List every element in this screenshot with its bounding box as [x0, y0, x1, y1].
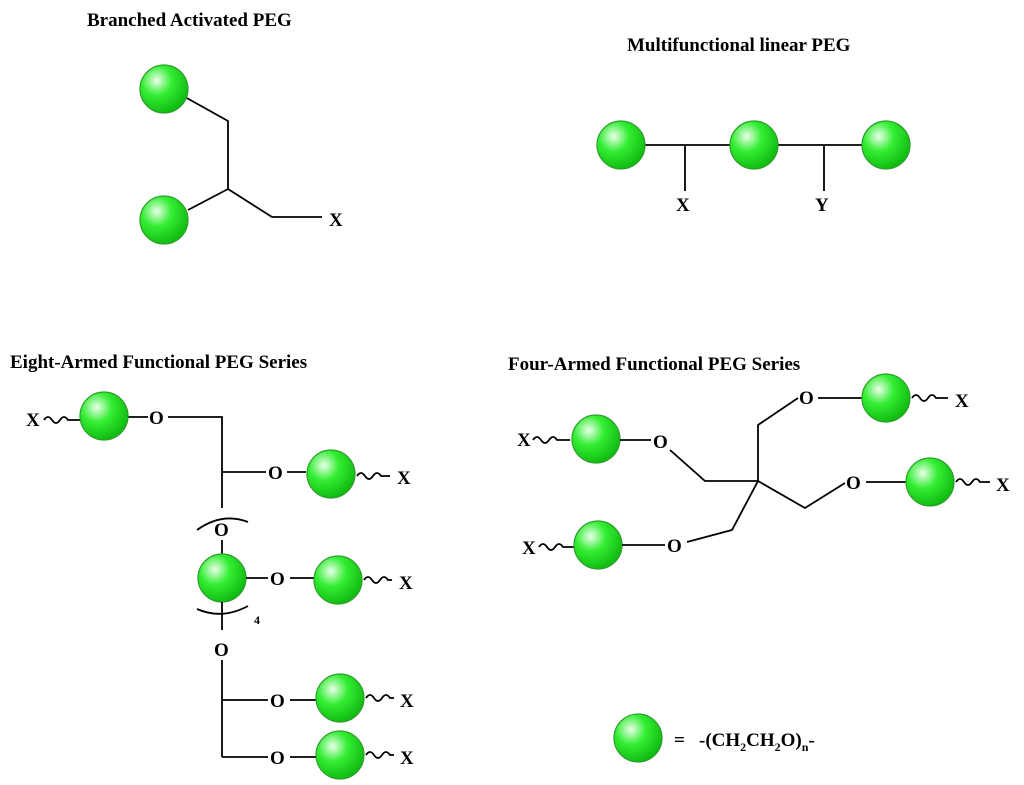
atom-x: X	[517, 430, 531, 451]
side-bond	[684, 145, 825, 191]
wavy-bond	[955, 478, 990, 486]
peg-bead	[729, 120, 779, 170]
atom-o: O	[846, 473, 861, 494]
peg-bead	[306, 449, 356, 499]
atom-x: X	[955, 391, 969, 412]
atom-x: X	[522, 538, 536, 559]
atom-o: O	[214, 520, 229, 541]
branched-activated-peg: Branched Activated PEG X	[87, 10, 343, 245]
peg-bead	[313, 555, 363, 605]
atom-x: X	[26, 410, 40, 431]
wavy-bond	[356, 472, 390, 480]
wavy-bond	[363, 576, 392, 584]
repeat-bracket	[196, 517, 249, 531]
peg-bead	[315, 673, 365, 723]
core-bond	[669, 397, 799, 482]
core-bond	[757, 480, 846, 510]
wavy-bond	[365, 694, 394, 702]
atom-o: O	[270, 691, 285, 712]
peg-bead	[905, 457, 955, 507]
atom-o: O	[268, 463, 283, 484]
atom-x: X	[996, 475, 1010, 496]
four-armed-peg-title: Four-Armed Functional PEG Series	[508, 354, 800, 375]
peg-bead	[139, 195, 189, 245]
wavy-bond	[43, 416, 80, 424]
peg-bead	[139, 64, 189, 114]
atom-x: X	[400, 748, 414, 769]
multifunctional-peg-title: Multifunctional linear PEG	[627, 35, 851, 56]
branched-bond	[184, 96, 229, 211]
peg-bead	[596, 120, 646, 170]
peg-bead	[573, 520, 623, 570]
eight-armed-peg: Eight-Armed Functional PEG Series X O O …	[10, 352, 414, 780]
atom-x: X	[676, 195, 690, 216]
peg-bead	[571, 414, 621, 464]
core-bond	[686, 480, 759, 543]
legend-bead	[613, 713, 663, 763]
branched-bond	[227, 188, 322, 218]
eight-armed-peg-title: Eight-Armed Functional PEG Series	[10, 352, 307, 373]
branched-peg-title: Branched Activated PEG	[87, 10, 292, 31]
four-armed-peg: Four-Armed Functional PEG Series O X X O…	[508, 354, 1010, 570]
atom-x: X	[329, 210, 343, 231]
atom-o: O	[270, 569, 285, 590]
wavy-bond	[911, 394, 948, 402]
peg-bead	[79, 391, 129, 441]
legend-equals: =	[674, 730, 685, 751]
atom-x: X	[400, 691, 414, 712]
atom-o: O	[653, 432, 668, 453]
atom-o: O	[667, 536, 682, 557]
atom-y: Y	[815, 195, 829, 216]
wavy-bond	[365, 751, 394, 759]
atom-x: X	[397, 468, 411, 489]
peg-bead	[315, 730, 365, 780]
multifunctional-linear-peg: Multifunctional linear PEG X Y	[596, 35, 911, 216]
peg-bead	[861, 373, 911, 423]
atom-x: X	[399, 573, 413, 594]
peg-bead	[197, 553, 247, 603]
atom-o: O	[149, 408, 164, 429]
peg-bead	[861, 120, 911, 170]
repeat-count: 4	[254, 613, 260, 627]
atom-o: O	[214, 640, 229, 661]
wavy-bond	[538, 543, 574, 551]
legend: = -(CH2CH2O)n-	[613, 713, 815, 763]
legend-formula: -(CH2CH2O)n-	[699, 730, 815, 754]
wavy-bond	[532, 436, 570, 444]
arm-bond	[128, 416, 266, 508]
atom-o: O	[270, 748, 285, 769]
arm-bond	[221, 660, 268, 758]
atom-o: O	[799, 388, 814, 409]
